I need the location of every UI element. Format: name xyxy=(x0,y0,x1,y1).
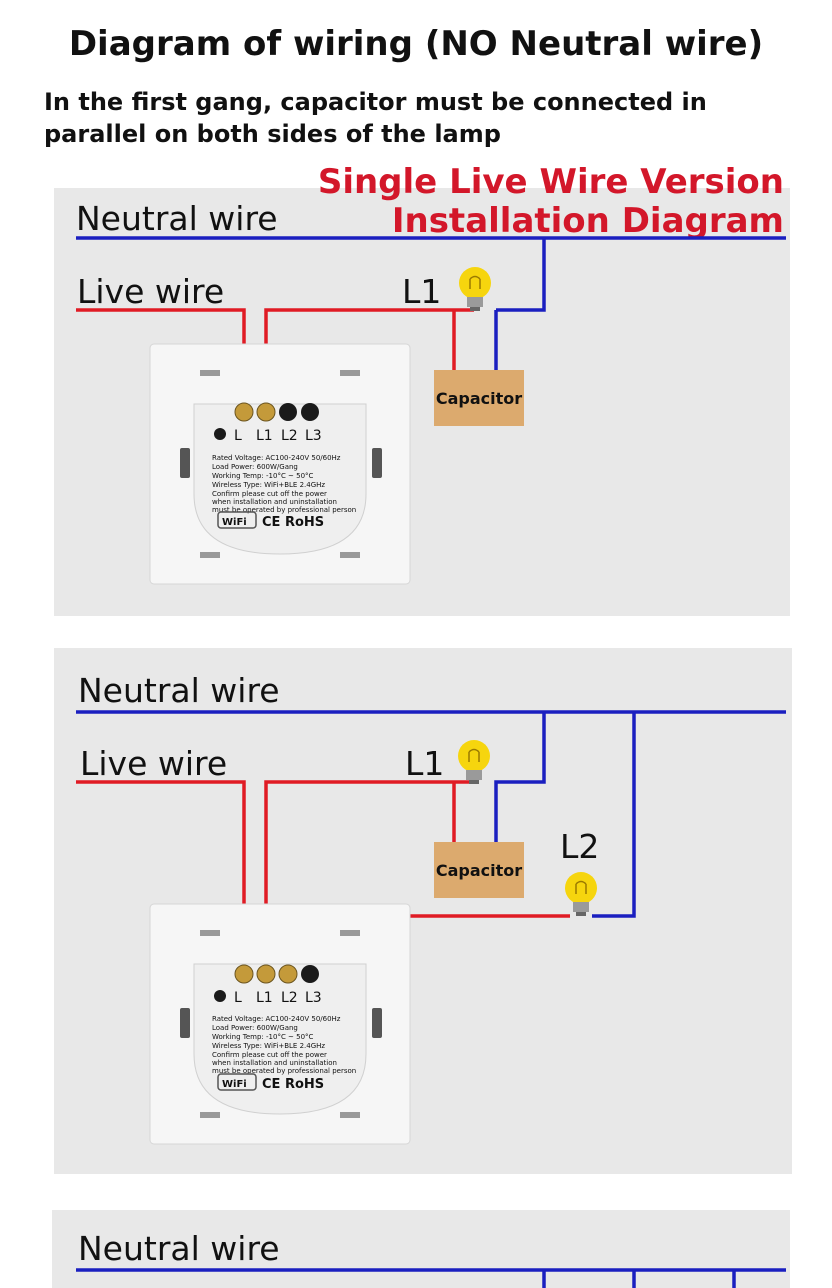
wifi-logo-icon-2 xyxy=(217,1073,257,1091)
neutral-wire-label-3: Neutral wire xyxy=(78,1229,280,1268)
terminal-l2: L2 xyxy=(281,428,298,444)
neutral-wire-to-lamp xyxy=(496,238,546,312)
page-title: Diagram of wiring (NO Neutral wire) xyxy=(68,24,764,64)
spec-line1-2: Rated Voltage: AC100-240V 50/60Hz xyxy=(212,1015,341,1023)
spec-line6: when installation and uninstallation xyxy=(212,498,337,506)
neutral-wire-to-lamp-l1 xyxy=(494,712,546,842)
neutral-wire-to-lamp-l2 xyxy=(592,712,636,918)
spec-line3-2: Working Temp: -10°C ~ 50°C xyxy=(212,1033,314,1041)
terminal-l2-2: L2 xyxy=(281,990,298,1006)
version-title-line1: Single Live Wire Version xyxy=(318,162,784,202)
lamp-l2-icon xyxy=(564,871,598,917)
capacitor-label: Capacitor xyxy=(436,389,522,408)
page-subtitle: In the first gang, capacitor must be con… xyxy=(44,88,707,148)
neutral-wire-label: Neutral wire xyxy=(76,199,278,238)
diagram-panel-3-gang xyxy=(52,1210,790,1288)
capacitor-2 xyxy=(434,842,524,898)
spec-line5: Confirm please cut off the power xyxy=(212,490,327,498)
l2-label: L2 xyxy=(560,827,599,866)
spec-line1: Rated Voltage: AC100-240V 50/60Hz xyxy=(212,454,341,462)
neutral-wire-label-2: Neutral wire xyxy=(78,671,280,710)
live-wire-label: Live wire xyxy=(77,272,224,311)
spec-line4-2: Wireless Type: WiFi+BLE 2.4GHz xyxy=(212,1042,325,1050)
terminal-l3: L3 xyxy=(305,428,322,444)
cert-text: CE RoHS xyxy=(262,515,324,530)
spec-line6-2: when installation and uninstallation xyxy=(212,1059,337,1067)
wifi-text-2: WiFi xyxy=(222,1079,247,1090)
lamp-l1-icon-2 xyxy=(457,739,491,785)
switch-back-2 xyxy=(149,903,411,1145)
spec-line7: must be operated by professional person xyxy=(212,506,356,514)
capacitor xyxy=(434,370,524,426)
lamp-l1-icon xyxy=(458,266,492,312)
terminal-l3-2: L3 xyxy=(305,990,322,1006)
cert-text-2: CE RoHS xyxy=(262,1077,324,1092)
l1-label-2: L1 xyxy=(405,744,444,783)
spec-line2: Load Power: 600W/Gang xyxy=(212,463,298,471)
spec-line2-2: Load Power: 600W/Gang xyxy=(212,1024,298,1032)
version-title-line2: Installation Diagram xyxy=(392,201,784,241)
spec-line4: Wireless Type: WiFi+BLE 2.4GHz xyxy=(212,481,325,489)
switch-back-1 xyxy=(149,343,411,585)
spec-line7-2: must be operated by professional person xyxy=(212,1067,356,1075)
spec-line3: Working Temp: -10°C ~ 50°C xyxy=(212,472,314,480)
l1-label: L1 xyxy=(402,272,441,311)
terminal-l: L xyxy=(234,428,242,444)
terminal-l1-2: L1 xyxy=(256,990,273,1006)
terminal-l-2: L xyxy=(234,990,242,1006)
capacitor-label-2: Capacitor xyxy=(436,861,522,880)
spec-line5-2: Confirm please cut off the power xyxy=(212,1051,327,1059)
wifi-text: WiFi xyxy=(222,517,247,528)
wifi-logo-icon xyxy=(217,511,257,529)
terminal-l1: L1 xyxy=(256,428,273,444)
live-wire-label-2: Live wire xyxy=(80,744,227,783)
